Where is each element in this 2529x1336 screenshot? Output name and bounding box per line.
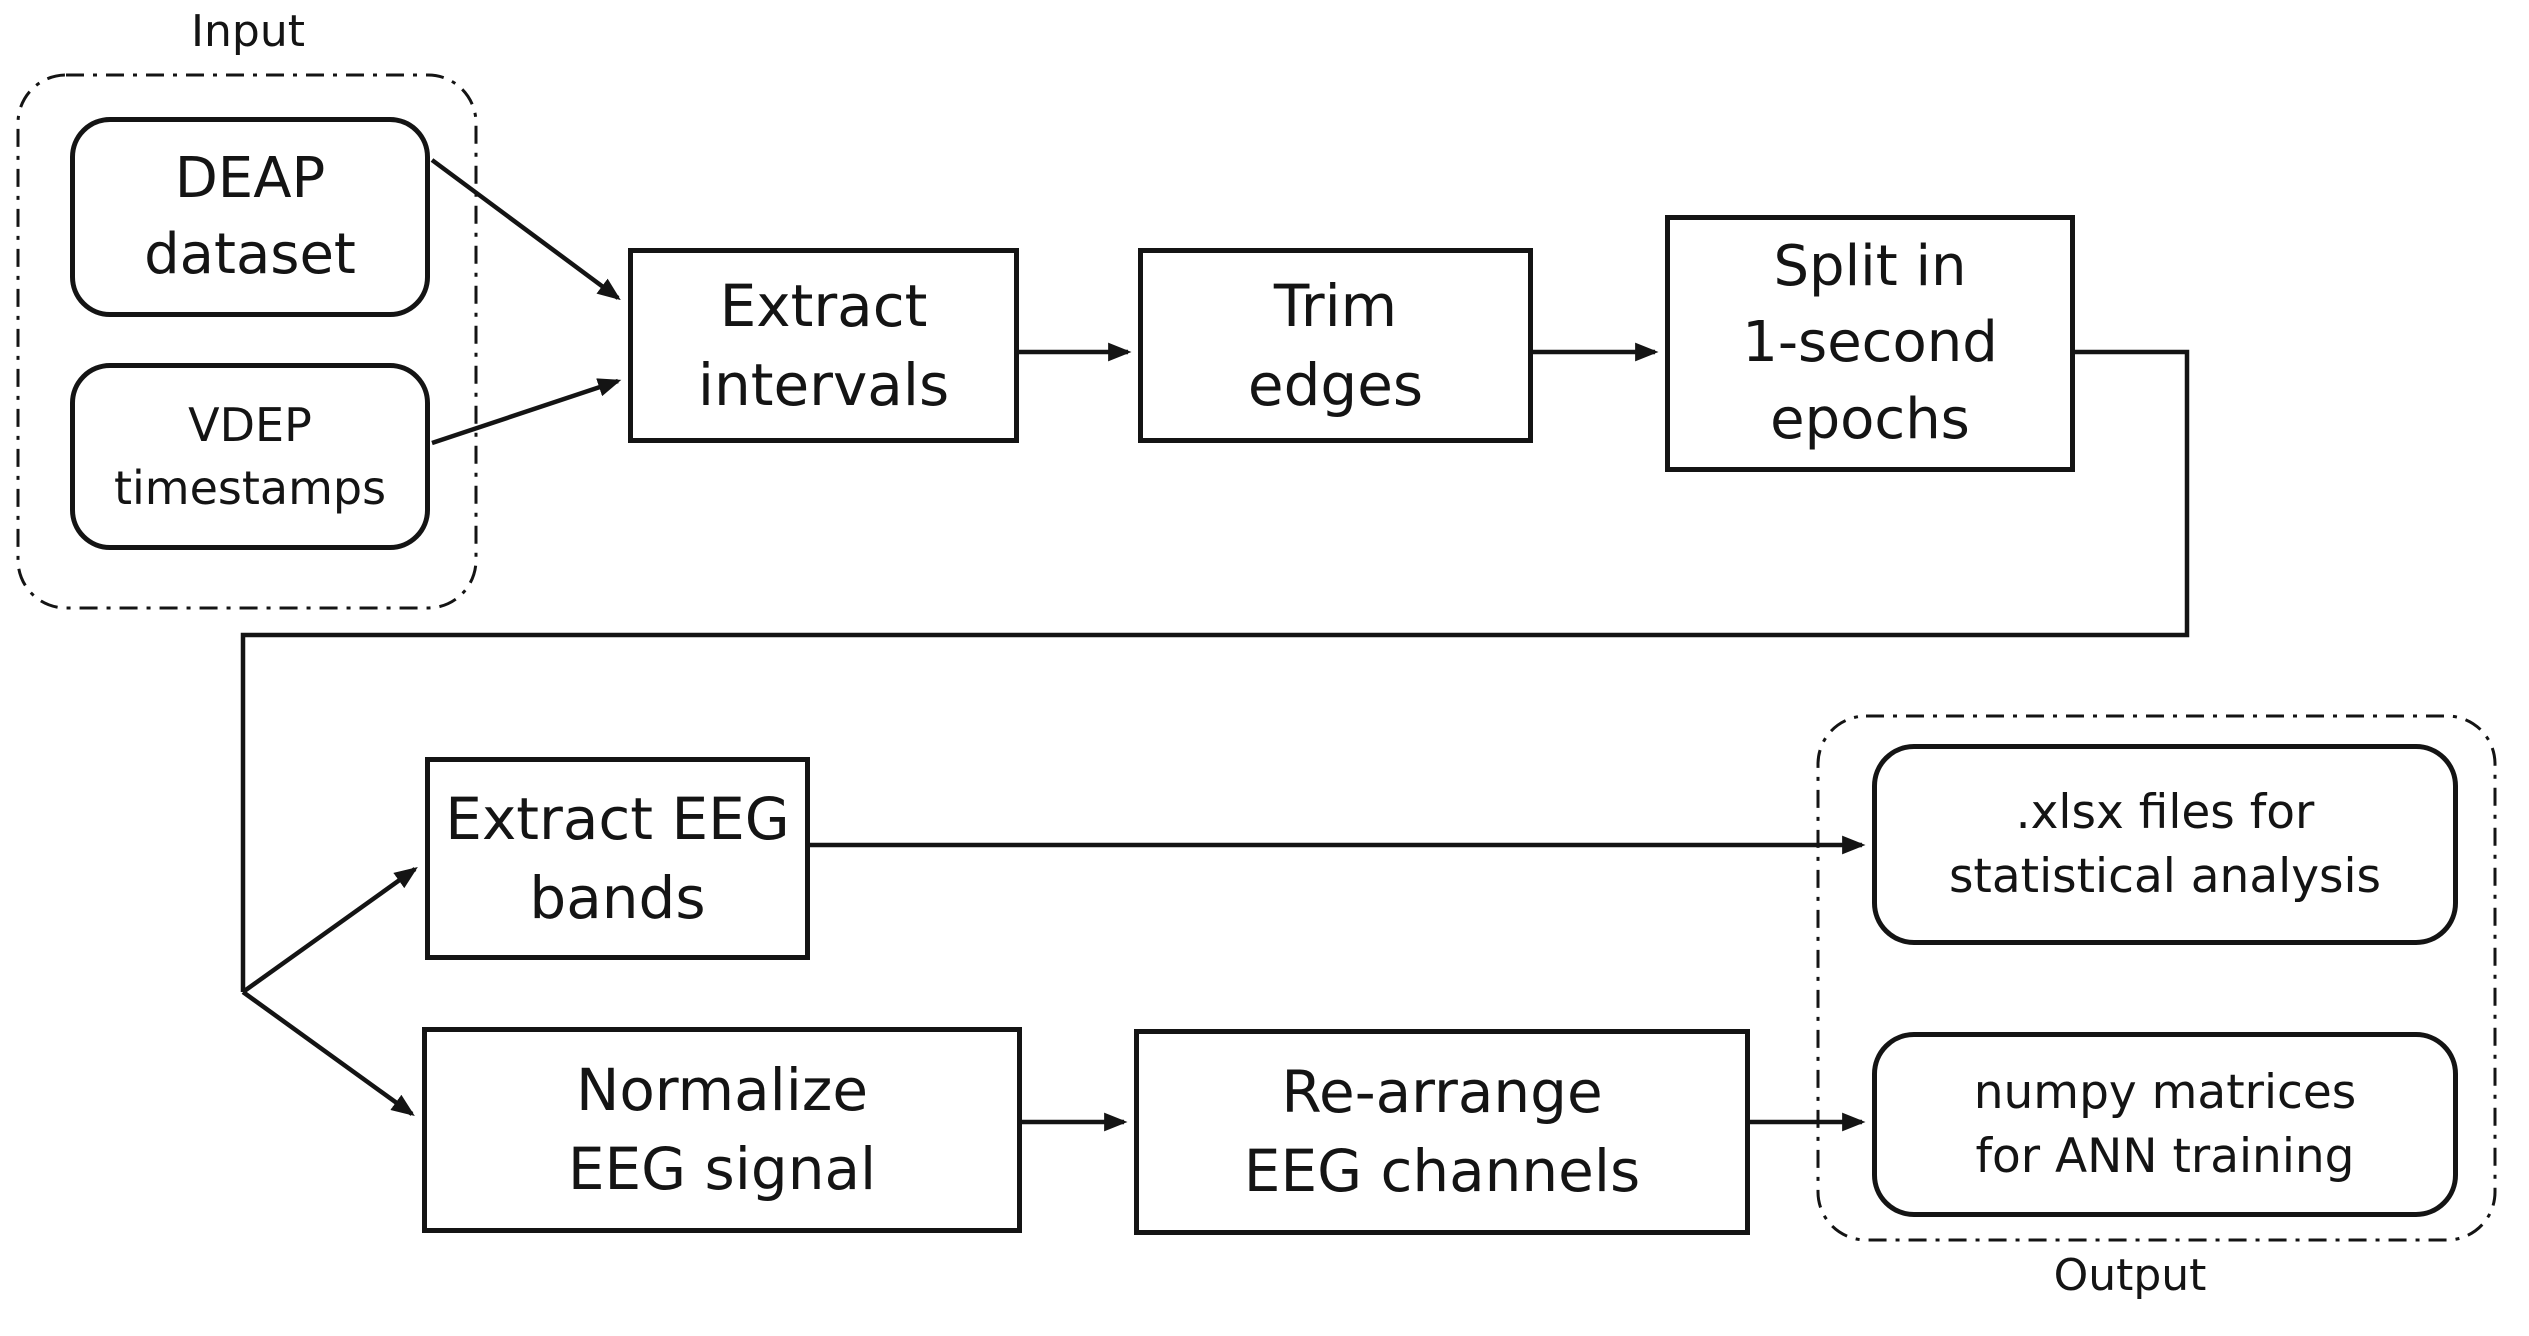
connector-deap-to-extract — [430, 158, 621, 301]
node-split-epochs: Split in 1-second epochs — [1665, 215, 2075, 472]
node-extract-intervals: Extract intervals — [628, 248, 1019, 443]
connector-split-return — [240, 349, 2190, 992]
output-group-label: Output — [2053, 1250, 2207, 1301]
node-numpy-matrices-output: numpy matrices for ANN training — [1872, 1032, 2458, 1217]
node-extract-eeg-bands: Extract EEG bands — [425, 757, 810, 960]
node-xlsx-files-output: .xlsx files for statistical analysis — [1872, 744, 2458, 945]
node-vdep-timestamps: VDEP timestamps — [70, 363, 430, 550]
node-trim-edges: Trim edges — [1138, 248, 1533, 443]
connector-branch-to-bands — [241, 866, 418, 994]
input-group-label: Input — [191, 6, 305, 57]
node-normalize-eeg-signal: Normalize EEG signal — [422, 1027, 1022, 1233]
output-group-border — [1816, 714, 2497, 1242]
input-group-border — [16, 73, 478, 610]
node-rearrange-eeg-channels: Re-arrange EEG channels — [1134, 1029, 1750, 1235]
node-deap-dataset: DEAP dataset — [70, 117, 430, 317]
connector-branch-to-normalize — [241, 990, 415, 1117]
connector-vdep-to-extract — [431, 378, 622, 446]
